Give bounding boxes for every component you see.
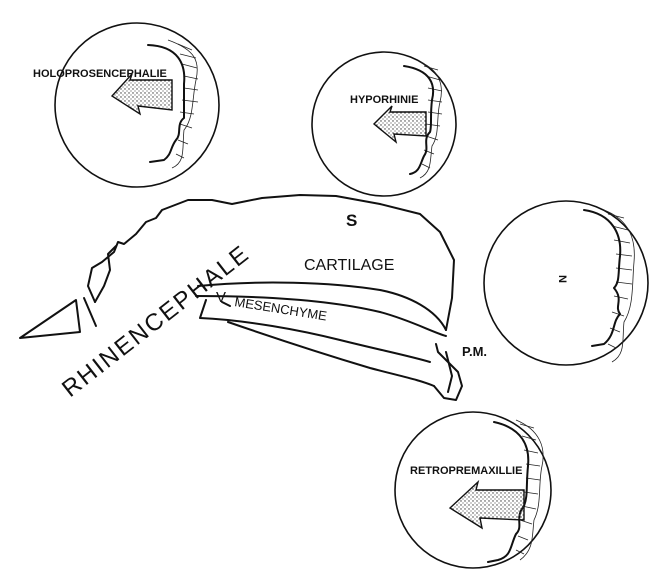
normal-label: N [556,275,568,283]
rhinencephale-label: RHINENCEPHALE [57,240,255,403]
holoprosencephalie-circle: HOLOPROSENCEPHALIE [33,23,219,187]
cartilage-label: CARTILAGE [304,257,394,274]
retropremaxillie-label: RETROPREMAXILLIE [410,465,522,477]
normal-circle: N [484,201,648,365]
s-label: S [346,211,357,230]
v-label: V [216,289,226,306]
hyporhinie-label: HYPORHINIE [350,94,418,106]
holoprosencephalie-label: HOLOPROSENCEPHALIE [33,68,167,80]
hyporhinie-circle: HYPORHINIE [312,52,456,196]
retropremaxillie-arrow [450,482,524,528]
retropremaxillie-circle: RETROPREMAXILLIE [395,412,551,568]
mesenchyme-region [200,300,462,400]
pm-label: P.M. [462,344,487,359]
holoprosencephalie-arrow [112,74,172,114]
hyporhinie-arrow [374,106,426,142]
